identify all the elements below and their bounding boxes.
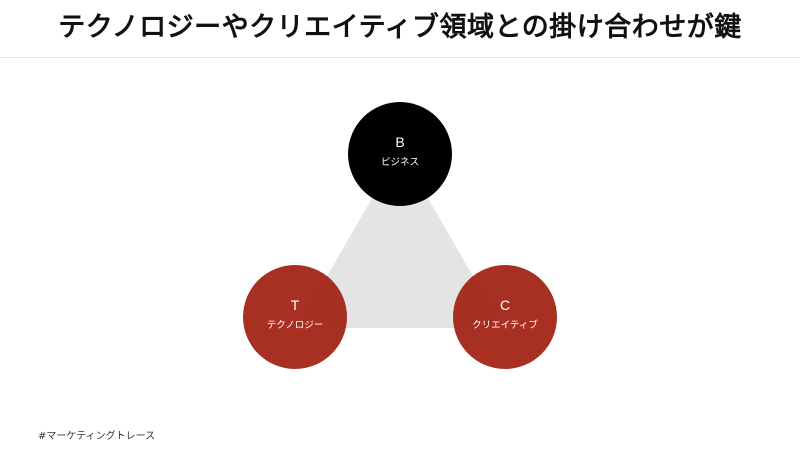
footer-hashtag: #マーケティングトレース — [38, 431, 156, 442]
node-creative-circle — [453, 265, 557, 369]
node-business-label: ビジネス — [381, 157, 419, 168]
node-creative-letter: C — [500, 297, 510, 313]
node-creative-label: クリエイティブ — [472, 319, 538, 331]
title-divider — [0, 57, 800, 58]
node-technology-letter: T — [291, 297, 300, 313]
node-technology-circle — [243, 265, 347, 369]
node-business-circle — [348, 102, 452, 206]
node-technology: T テクノロジー — [243, 265, 347, 369]
node-technology-label: テクノロジー — [267, 320, 323, 331]
node-business-letter: B — [395, 134, 404, 150]
connector-triangle — [297, 150, 503, 328]
slide-title: テクノロジーやクリエイティブ領域との掛け合わせが鍵 — [58, 12, 742, 43]
node-business: B ビジネス — [348, 102, 452, 206]
node-creative: C クリエイティブ — [453, 265, 557, 369]
